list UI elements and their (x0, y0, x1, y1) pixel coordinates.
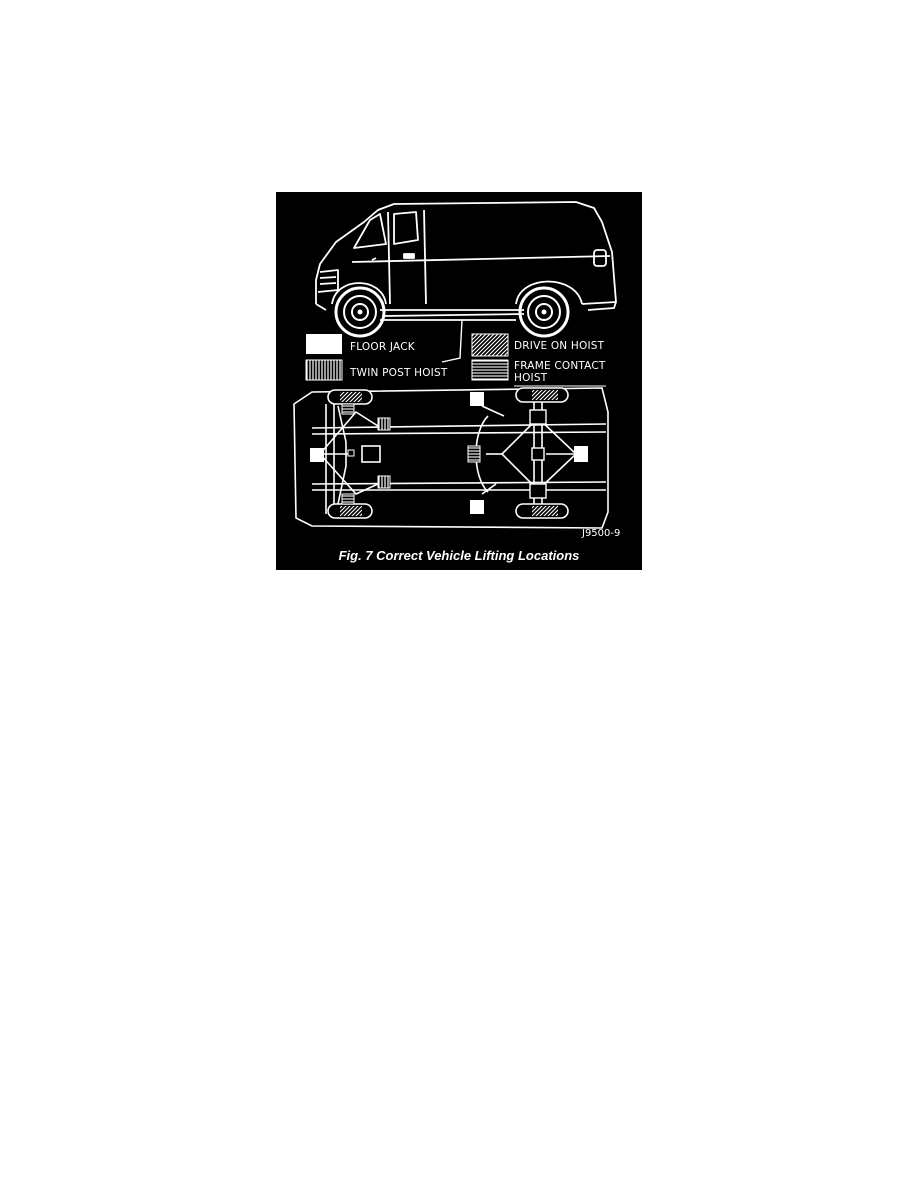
rear-wheel (518, 286, 570, 338)
tire-front-left (327, 389, 373, 405)
tire-front-right (327, 503, 373, 519)
legend-drive-on-hoist-label: DRIVE ON HOIST (514, 340, 605, 352)
legend-twin-post-hoist-label: TWIN POST HOIST (349, 367, 448, 379)
figure-code: J9500-9 (581, 528, 620, 539)
twin-post-hoist-swatch (305, 359, 343, 381)
tire-rear-left (515, 387, 569, 403)
legend-frame-contact-label-1: FRAME CONTACT (514, 360, 606, 372)
tire-rear-right (515, 503, 569, 519)
legend-frame-contact-label-2: HOIST (514, 372, 548, 384)
front-wheel (334, 286, 386, 338)
legend: FLOOR JACK TWIN POST HOIST DRIVE ON HOIS… (305, 333, 606, 387)
twin-post-hoist-points (377, 417, 391, 489)
lifting-locations-figure: FLOOR JACK TWIN POST HOIST DRIVE ON HOIS… (276, 192, 642, 570)
diagram-artwork: FLOOR JACK TWIN POST HOIST DRIVE ON HOIS… (293, 201, 620, 539)
drive-on-hoist-swatch (471, 333, 509, 357)
rear-axle-blocks (529, 409, 547, 499)
pointer-line (441, 319, 463, 363)
van-side-view (315, 201, 617, 321)
legend-floor-jack-label: FLOOR JACK (350, 341, 416, 353)
frame-contact-hoist-points (341, 403, 481, 505)
floor-jack-points (310, 392, 588, 514)
figure-caption: Fig. 7 Correct Vehicle Lifting Locations (338, 548, 580, 563)
floor-jack-swatch (306, 334, 342, 354)
frame-contact-hoist-swatch (471, 359, 509, 381)
